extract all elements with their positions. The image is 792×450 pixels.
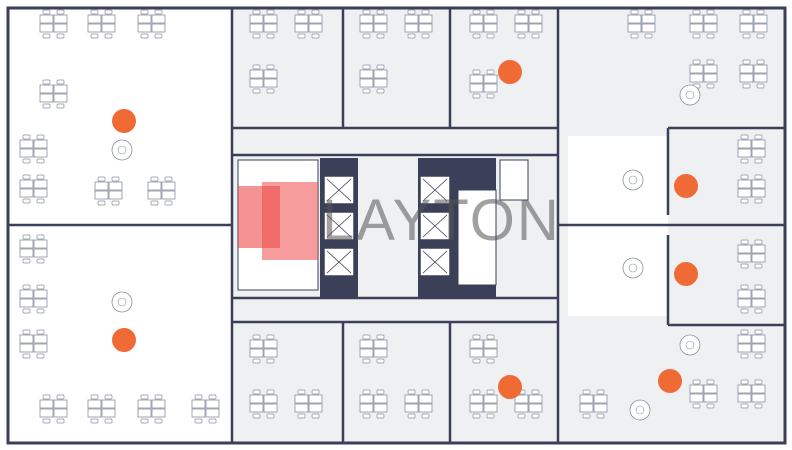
desk-pod xyxy=(39,79,68,109)
desk-pod xyxy=(627,9,656,39)
desk-pod xyxy=(94,176,123,206)
elevator-icon xyxy=(419,247,451,277)
workspace-marker-5[interactable] xyxy=(112,328,136,352)
desk-pod xyxy=(39,394,68,424)
desk-pod xyxy=(737,239,766,269)
workspace-marker-4[interactable] xyxy=(674,262,698,286)
desk-pod xyxy=(19,329,48,359)
desk-pod xyxy=(739,9,768,39)
desk-pod xyxy=(579,389,608,419)
desk-pod xyxy=(469,334,498,364)
desk-pod xyxy=(469,389,498,419)
workspace-marker-6[interactable] xyxy=(498,375,522,399)
desk-pod xyxy=(87,9,116,39)
round-table xyxy=(679,334,701,356)
watermark-text: LAYTON xyxy=(322,188,561,253)
desk-pod xyxy=(514,389,543,419)
desk-pod xyxy=(689,59,718,89)
desk-pod xyxy=(137,9,166,39)
desk-pod xyxy=(19,234,48,264)
elevator-icon xyxy=(323,247,355,277)
workspace-marker-1[interactable] xyxy=(498,60,522,84)
desk-pod xyxy=(19,284,48,314)
desk-pod xyxy=(469,69,498,99)
desk-pod xyxy=(404,9,433,39)
desk-pod xyxy=(737,379,766,409)
elevator-icon xyxy=(323,175,355,205)
desk-pod xyxy=(249,334,278,364)
desk-pod xyxy=(39,9,68,39)
desk-pod xyxy=(469,9,498,39)
desk-pod xyxy=(249,9,278,39)
desk-pod xyxy=(514,9,543,39)
desk-pod xyxy=(689,379,718,409)
desk-pod xyxy=(294,9,323,39)
round-table xyxy=(111,139,133,161)
desk-pod xyxy=(359,9,388,39)
desk-pod xyxy=(87,394,116,424)
desk-pod xyxy=(737,284,766,314)
desk-clusters xyxy=(19,9,768,424)
workspace-markers xyxy=(112,60,698,399)
desk-pod xyxy=(359,334,388,364)
desk-pod xyxy=(737,134,766,164)
desk-pod xyxy=(294,389,323,419)
desk-pod xyxy=(359,64,388,94)
layton-logo: LAYTON xyxy=(238,182,561,260)
desk-pod xyxy=(137,394,166,424)
elevator-icon xyxy=(323,211,355,241)
round-table xyxy=(679,84,701,106)
workspace-marker-3[interactable] xyxy=(674,174,698,198)
elevator-icon xyxy=(419,175,451,205)
round-table xyxy=(622,257,644,279)
desk-pod xyxy=(739,59,768,89)
desk-pod xyxy=(19,174,48,204)
desk-pod xyxy=(689,9,718,39)
elevator-icon xyxy=(419,211,451,241)
desk-pod xyxy=(191,394,220,424)
round-table xyxy=(622,169,644,191)
desk-pod xyxy=(404,389,433,419)
round-table xyxy=(629,399,651,421)
desk-pod xyxy=(737,329,766,359)
desk-pod xyxy=(359,389,388,419)
desk-pod xyxy=(147,176,176,206)
desk-pod xyxy=(737,174,766,204)
desk-pod xyxy=(19,134,48,164)
workspace-marker-7[interactable] xyxy=(658,369,682,393)
walls xyxy=(6,6,787,445)
workspace-marker-2[interactable] xyxy=(112,109,136,133)
desk-pod xyxy=(249,64,278,94)
desk-pod xyxy=(249,389,278,419)
round-table xyxy=(111,291,133,313)
